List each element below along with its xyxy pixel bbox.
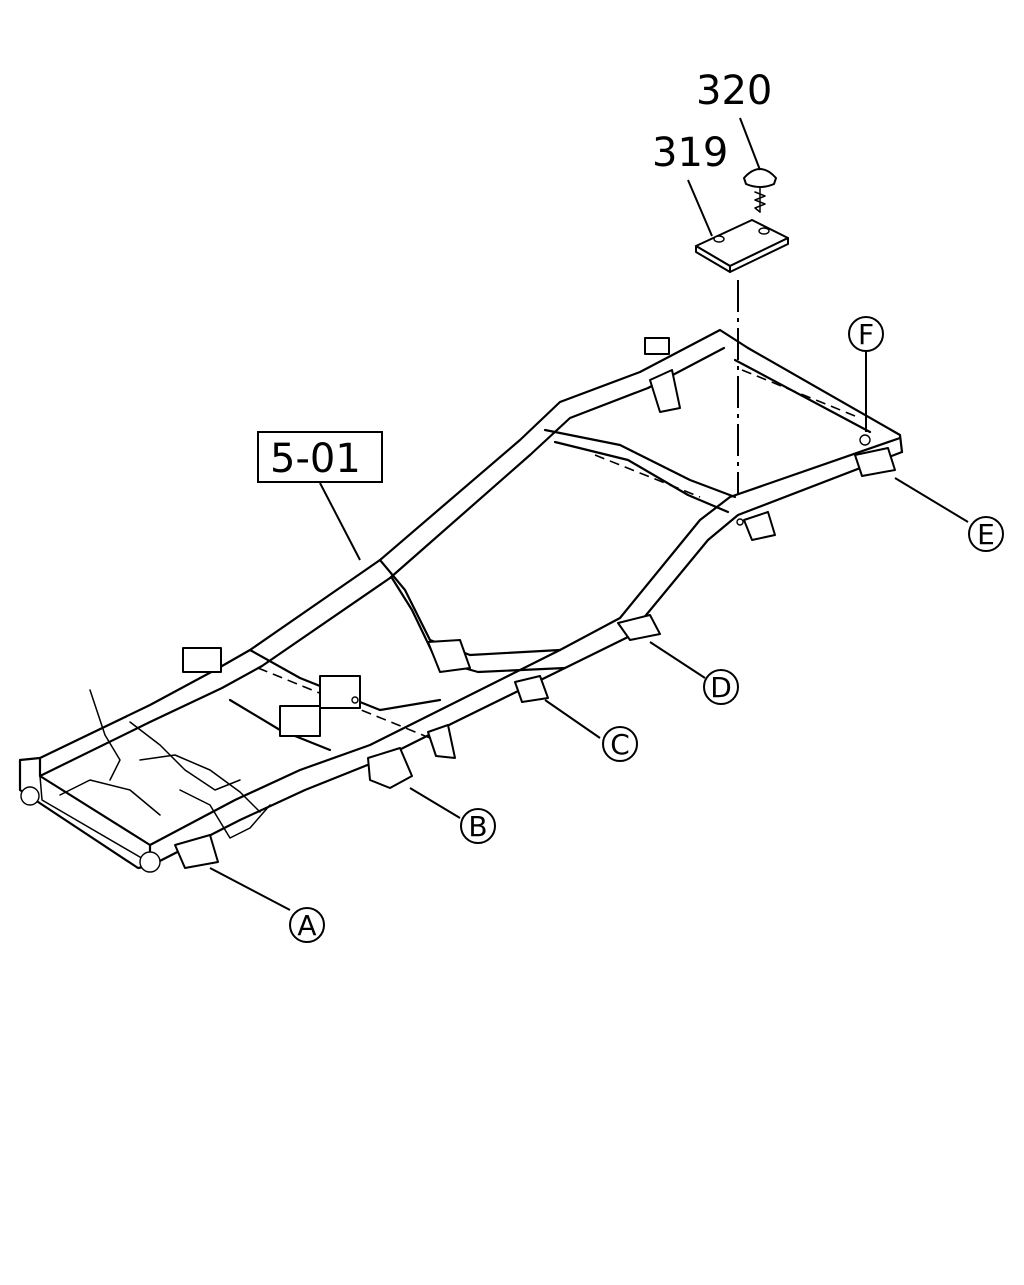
callout-a-label: A: [297, 909, 316, 942]
callout-a: A: [289, 907, 325, 943]
leader-lines: [209, 117, 969, 911]
frame-part-number-box: [257, 431, 383, 483]
callout-e: E: [968, 516, 1004, 552]
callout-f: F: [848, 316, 884, 352]
callout-b-label: B: [468, 810, 487, 843]
callout-f-label: F: [858, 318, 874, 351]
frame-part-number: 5-01: [270, 436, 361, 482]
callout-d: D: [703, 669, 739, 705]
callout-d-label: D: [710, 671, 732, 704]
callout-b: B: [460, 808, 496, 844]
plate-part: [695, 219, 789, 273]
callout-c-label: C: [610, 728, 630, 761]
chassis-frame: [18, 328, 904, 873]
screw-part: [743, 168, 777, 213]
callout-e-label: E: [977, 518, 995, 551]
plate-part-number: 319: [652, 130, 728, 176]
screw-part-number: 320: [696, 68, 772, 114]
callout-c: C: [602, 726, 638, 762]
